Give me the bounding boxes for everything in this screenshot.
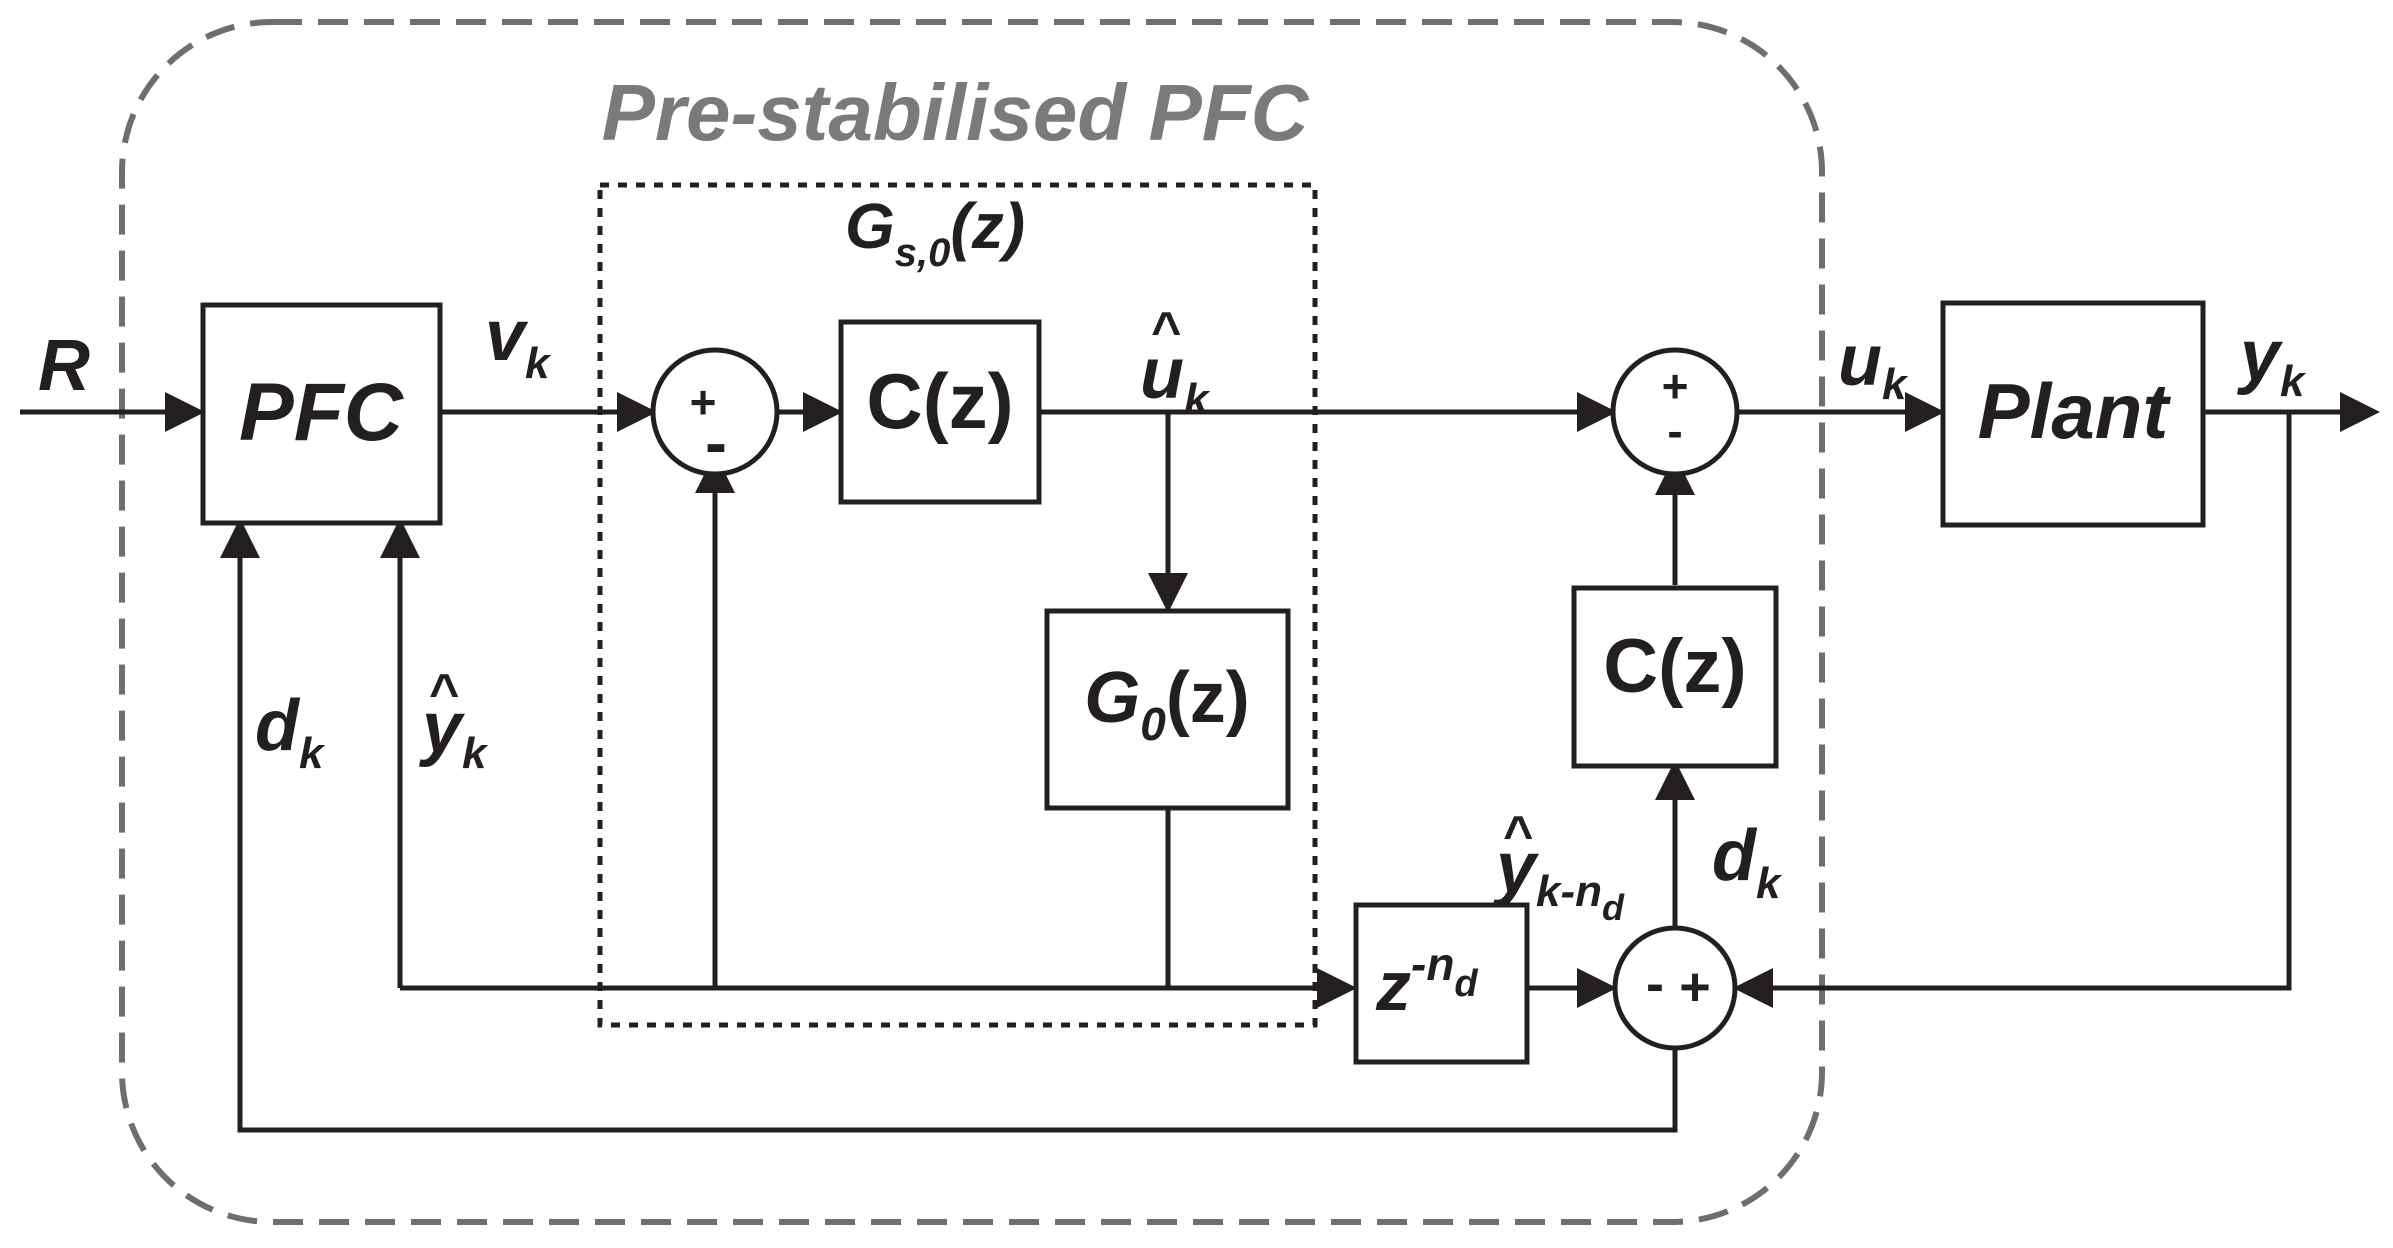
svg-text:+: + <box>690 376 717 428</box>
svg-text:G0(z): G0(z) <box>1084 658 1250 750</box>
gs0-group-boundary <box>597 182 1318 1028</box>
gs0-group-label: Gs,0(z) <box>845 190 1025 275</box>
u-hat-k-label: ^ uk <box>1140 302 1211 424</box>
svg-text:uk: uk <box>1140 334 1211 424</box>
svg-text:-: - <box>1667 405 1682 457</box>
pfc-block: PFC <box>200 302 443 526</box>
prestabilised-pfc-title: Pre-stabilised PFC <box>602 68 1310 157</box>
svg-text:^: ^ <box>1150 302 1181 360</box>
controller-feedback-block: C(z) <box>1571 585 1779 769</box>
svg-text:PFC: PFC <box>239 367 405 458</box>
svg-text:^: ^ <box>428 664 459 722</box>
svg-text:yk: yk <box>419 688 489 778</box>
svg-text:+: + <box>1662 360 1689 412</box>
y-hat-k-label: ^ yk <box>419 664 489 778</box>
model-g0-block: G0(z) <box>1044 608 1291 811</box>
svg-text:-: - <box>705 405 727 479</box>
v-k-label: vk <box>485 296 552 388</box>
controller-forward-block: C(z) <box>838 319 1042 505</box>
d-k-right-label: dk <box>1712 816 1783 908</box>
y-hat-k-nd-label: ^ yk-nd <box>1493 806 1625 928</box>
reference-label: R <box>38 326 90 406</box>
svg-text:C(z): C(z) <box>1603 624 1747 709</box>
svg-text:-: - <box>1646 954 1664 1014</box>
svg-text:z-nd: z-nd <box>1375 938 1478 1025</box>
y-k-label: yk <box>2237 316 2307 406</box>
prestabilised-pfc-boundary <box>119 19 1825 1225</box>
svg-text:^: ^ <box>1502 806 1533 864</box>
delay-block: z-nd <box>1353 902 1530 1065</box>
signal-lines <box>20 392 2380 1133</box>
svg-text:+: + <box>1679 957 1711 1017</box>
output-summing-junction: + - <box>1610 347 1740 477</box>
svg-text:yk-nd: yk-nd <box>1493 828 1625 928</box>
svg-text:Plant: Plant <box>1978 367 2172 455</box>
u-k-label: uk <box>1838 321 1909 409</box>
plant-block: Plant <box>1940 300 2206 528</box>
inner-summing-junction: + - <box>650 347 780 479</box>
d-k-left-label: dk <box>255 686 326 778</box>
svg-text:C(z): C(z) <box>866 357 1013 445</box>
disturbance-summing-junction: - + <box>1612 925 1738 1051</box>
